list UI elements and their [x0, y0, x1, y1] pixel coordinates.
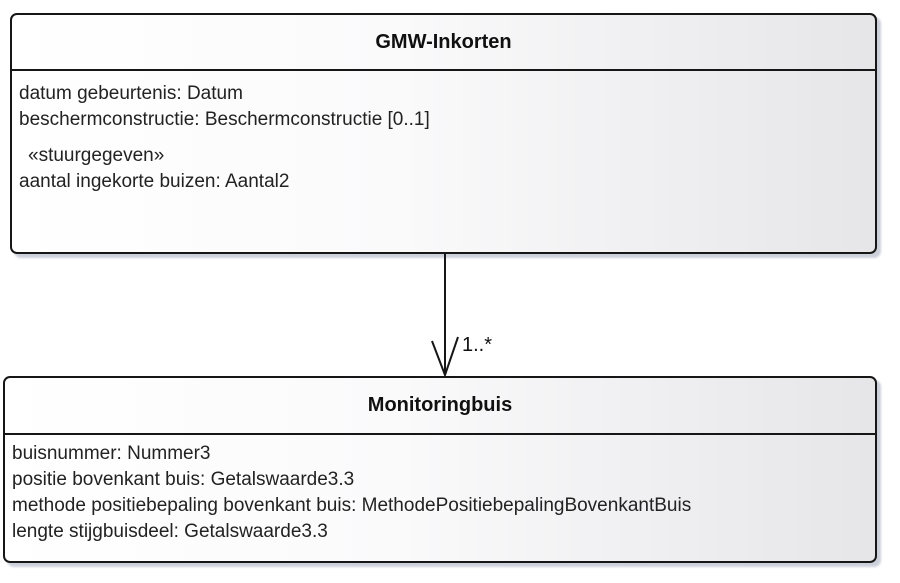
attribute-line: datum gebeurtenis: Datum	[19, 83, 243, 104]
attribute-line: beschermconstructie: Beschermconstructie…	[19, 109, 430, 130]
uml-class-monitoringbuis: Monitoringbuis buisnummer: Nummer3 posit…	[3, 376, 877, 563]
attribute-line: lengte stijgbuisdeel: Getalswaarde3.3	[12, 521, 328, 542]
class-title-monitoringbuis: Monitoringbuis	[5, 378, 875, 435]
attribute-compartment: datum gebeurtenis: Datum beschermconstru…	[12, 71, 875, 195]
association-arrow	[431, 253, 459, 377]
stereotype-label: «stuurgegeven»	[28, 145, 165, 166]
open-arrowhead-icon	[431, 336, 459, 377]
class-title-gmw-inkorten: GMW-Inkorten	[12, 15, 875, 71]
attribute-line: buisnummer: Nummer3	[12, 443, 211, 464]
attribute-line: aantal ingekorte buizen: Aantal2	[19, 171, 290, 192]
attribute-line: positie bovenkant buis: Getalswaarde3.3	[12, 469, 355, 490]
attribute-compartment: buisnummer: Nummer3 positie bovenkant bu…	[5, 435, 875, 545]
multiplicity-label: 1..*	[462, 334, 493, 356]
uml-class-gmw-inkorten: GMW-Inkorten datum gebeurtenis: Datum be…	[10, 13, 877, 254]
attribute-line: methode positiebepaling bovenkant buis: …	[12, 495, 692, 516]
